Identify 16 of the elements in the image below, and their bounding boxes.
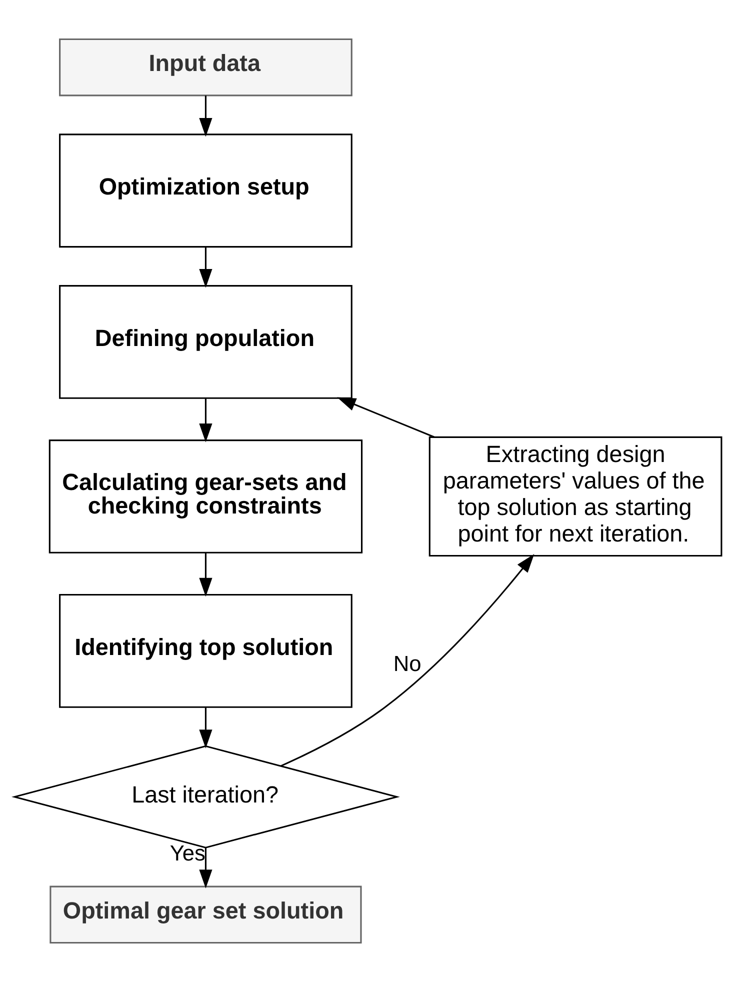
arrow xyxy=(199,848,212,888)
arrow xyxy=(199,707,212,748)
arrow xyxy=(280,554,534,767)
node-box: Defining population xyxy=(59,285,352,399)
node-box: Optimal gear set solution xyxy=(50,886,362,944)
arrow xyxy=(199,96,212,137)
arrow xyxy=(199,398,212,442)
node-box: Identifying top solution xyxy=(59,594,352,708)
node-box: Input data xyxy=(59,38,352,96)
node-box: Extracting design parameters' values of the top solution as starting point for next iteration. xyxy=(428,436,722,557)
arrow xyxy=(337,397,434,438)
arrow xyxy=(199,552,212,597)
node-box: Optimization setup xyxy=(59,134,352,248)
edge-label: No xyxy=(393,651,422,676)
node-box: Calculating gear-sets and checking constraints xyxy=(48,440,363,554)
arrow xyxy=(199,246,212,288)
